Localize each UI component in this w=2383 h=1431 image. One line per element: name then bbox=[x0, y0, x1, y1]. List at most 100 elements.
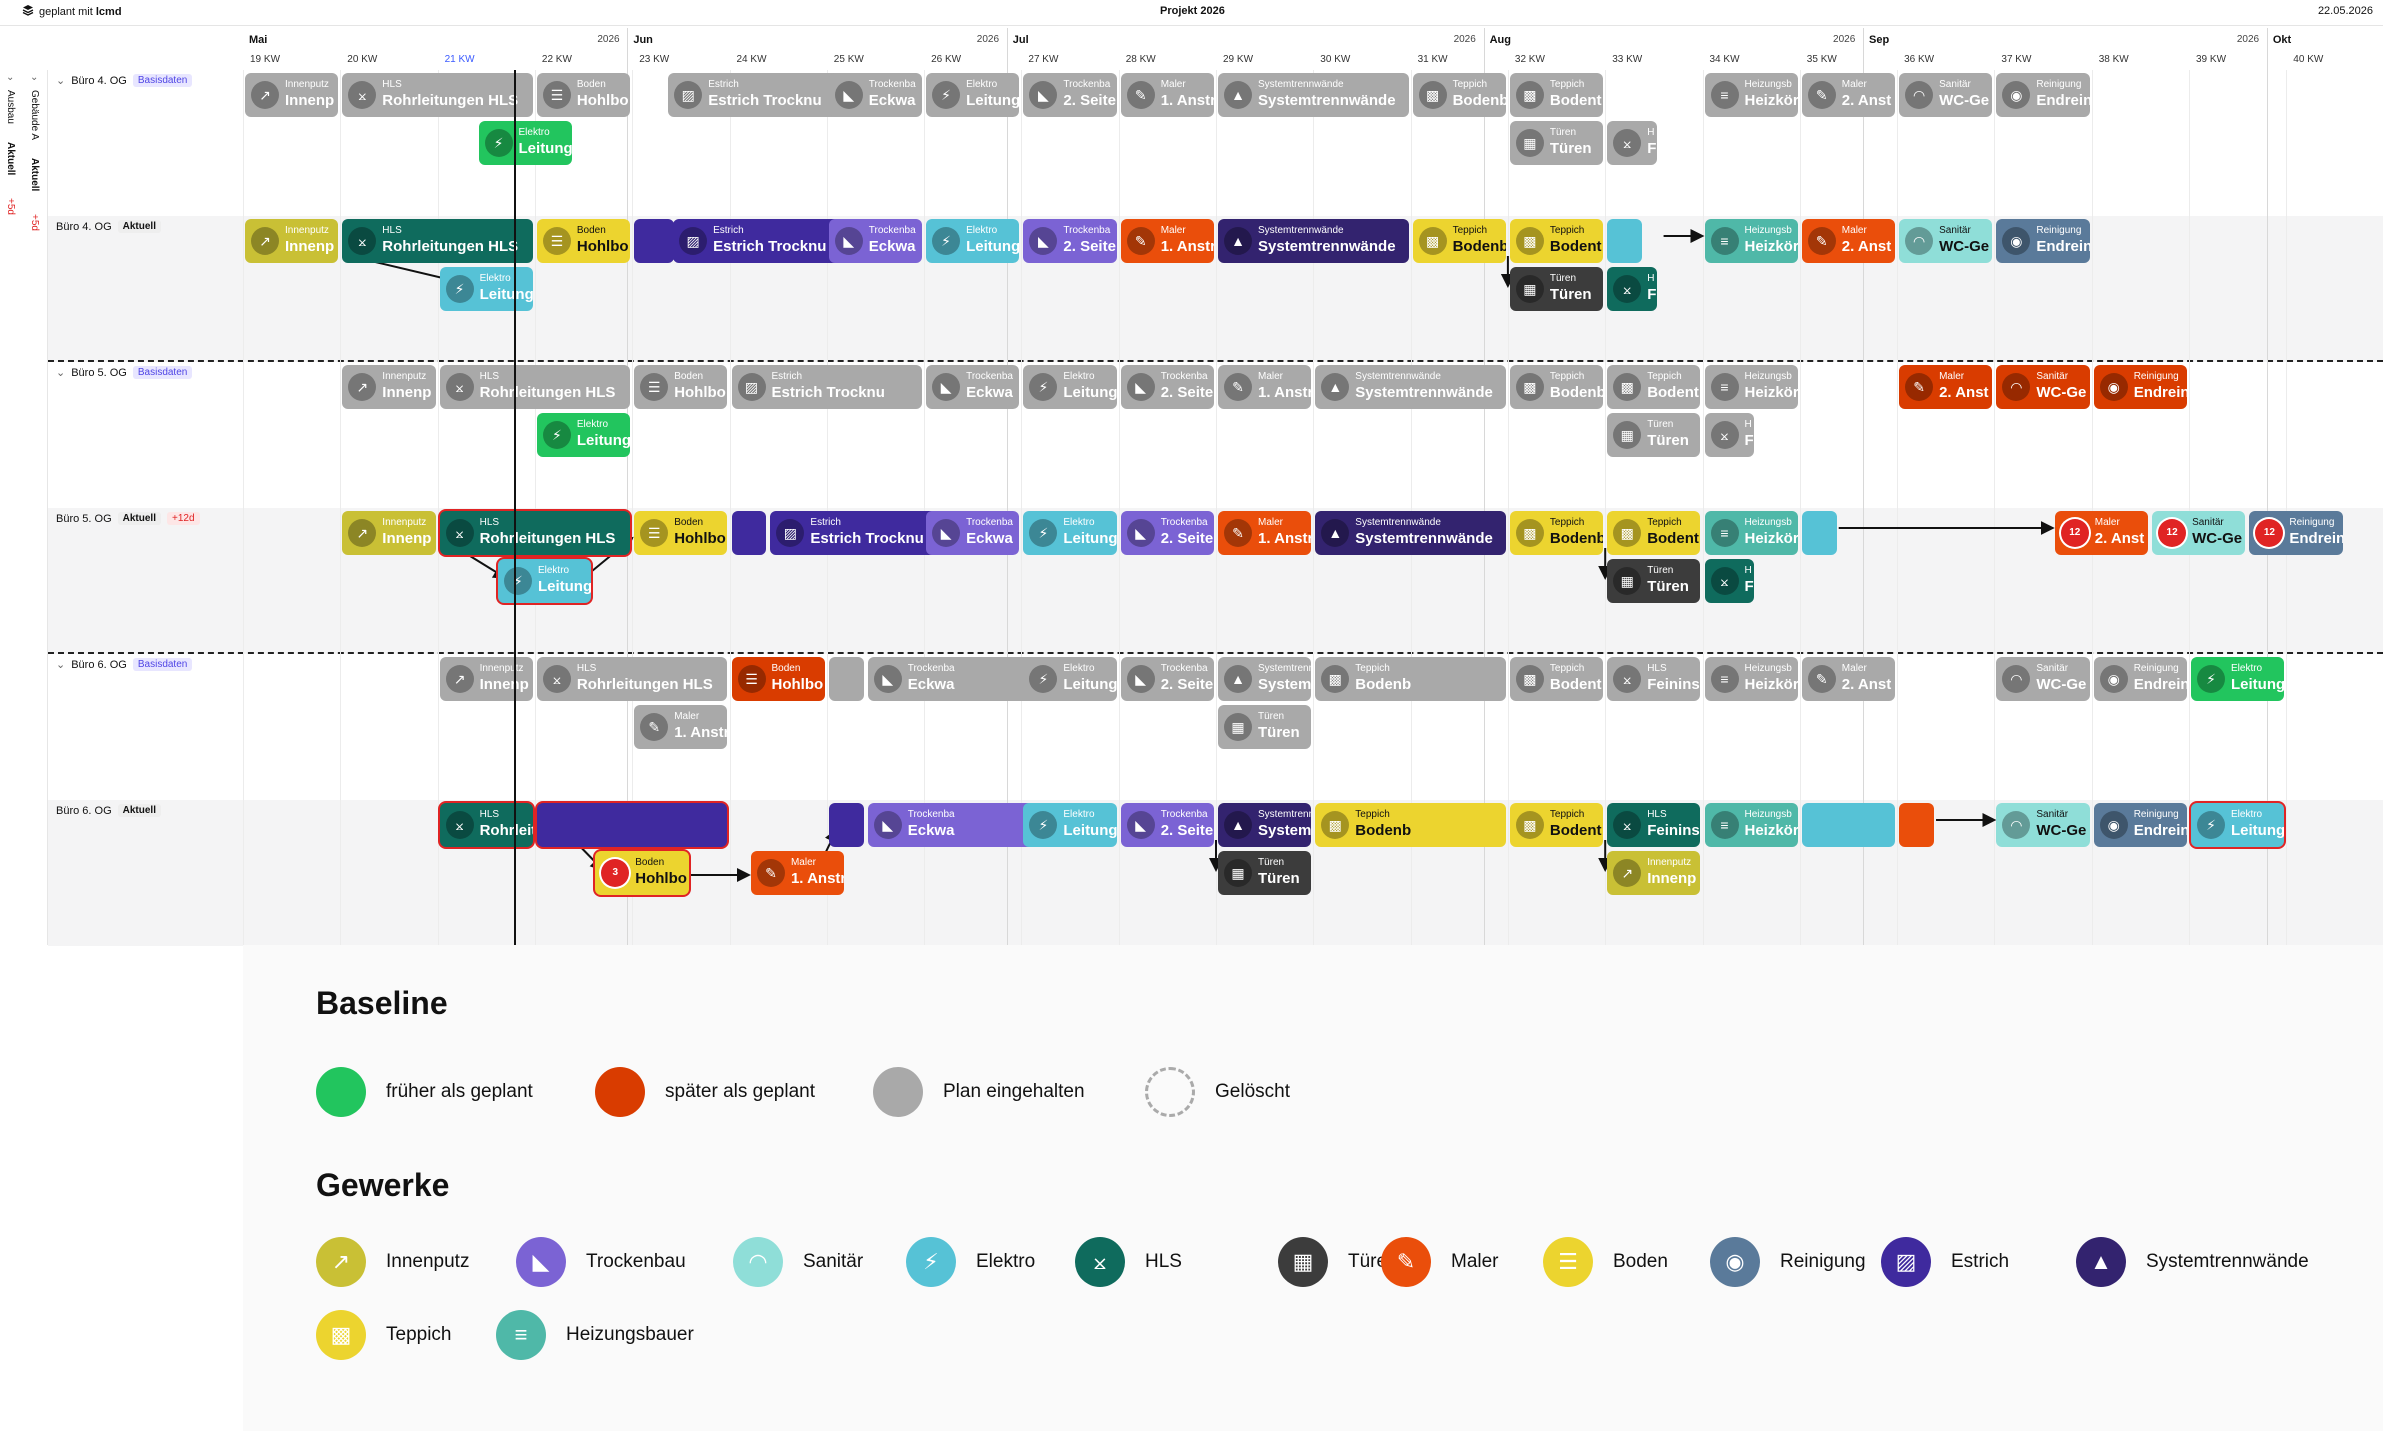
sidebar-gebaeude[interactable]: Gebäude A bbox=[29, 90, 40, 141]
task-bar[interactable] bbox=[828, 657, 864, 701]
task-bar[interactable] bbox=[1801, 511, 1837, 555]
task-bar[interactable] bbox=[731, 511, 767, 555]
chevron-down-icon[interactable]: ⌄ bbox=[56, 367, 66, 379]
task-bar[interactable] bbox=[1899, 803, 1934, 847]
sidebar-ausbau[interactable]: Ausbau bbox=[5, 90, 16, 124]
chevron-down-icon[interactable]: ⌄ bbox=[56, 75, 66, 87]
task-bar[interactable] bbox=[1801, 803, 1896, 847]
task-bar[interactable] bbox=[634, 219, 674, 263]
chevron-down-icon[interactable]: ⌄ bbox=[30, 72, 39, 83]
task-bar[interactable] bbox=[536, 803, 728, 847]
chevron-down-icon[interactable]: ⌄ bbox=[56, 659, 66, 671]
